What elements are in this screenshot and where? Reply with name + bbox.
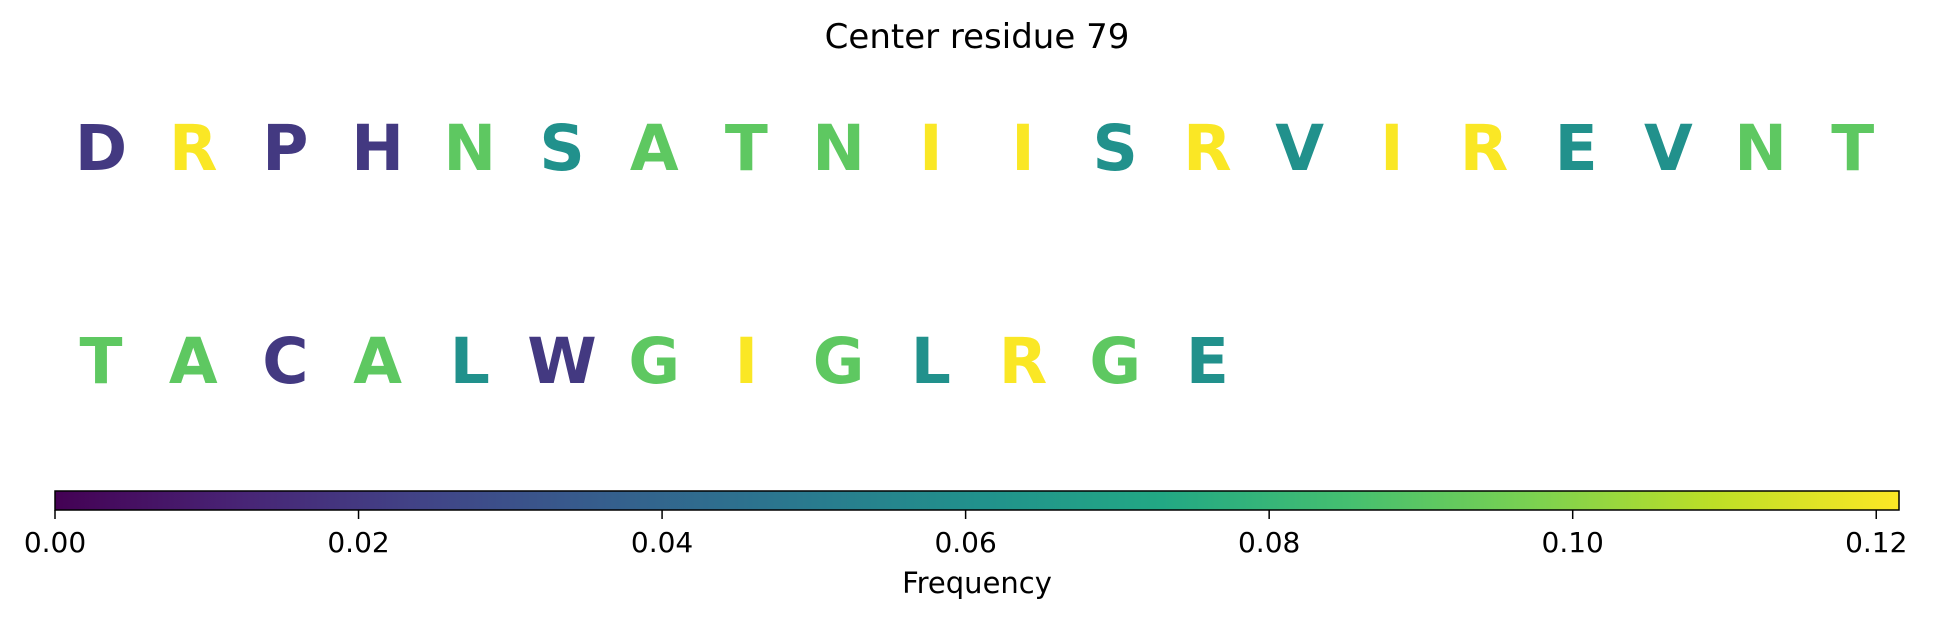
residue-letter: W — [527, 325, 597, 398]
residue-letter: V — [1644, 112, 1693, 185]
residue-letter: C — [262, 325, 308, 398]
residue-letter: T — [725, 112, 768, 185]
residue-letter: N — [443, 112, 496, 185]
colorbar-tick-label: 0.04 — [631, 526, 693, 559]
residue-letter: I — [735, 325, 758, 398]
residue-letter: I — [1011, 112, 1034, 185]
residue-letter: T — [1831, 112, 1874, 185]
residue-letter: P — [262, 112, 308, 185]
residue-letter: I — [919, 112, 942, 185]
residue-letter: R — [169, 112, 218, 185]
residue-letter: E — [1186, 325, 1229, 398]
residue-letter: A — [630, 112, 679, 185]
colorbar-tick-label: 0.12 — [1845, 526, 1907, 559]
colorbar: 0.00 0.02 0.04 0.06 0.08 0.10 0.12 Frequency — [24, 490, 1907, 600]
residue-letter: I — [1380, 112, 1403, 185]
residue-letter: H — [351, 112, 404, 185]
chart-title: Center residue 79 — [825, 17, 1130, 57]
residue-letter: G — [628, 325, 680, 398]
residue-letter: L — [450, 325, 490, 398]
colorbar-tick-label: 0.06 — [934, 526, 996, 559]
residue-letter: A — [169, 325, 218, 398]
residue-letter: R — [1183, 112, 1232, 185]
residue-letter: R — [999, 325, 1048, 398]
residue-letter: T — [80, 325, 123, 398]
residue-letter: D — [75, 112, 127, 185]
residue-letter: A — [353, 325, 402, 398]
residue-letter: N — [1734, 112, 1787, 185]
colorbar-ticks: 0.00 0.02 0.04 0.06 0.08 0.10 0.12 — [24, 510, 1907, 559]
residue-letter: R — [1460, 112, 1509, 185]
residue-letter: E — [1555, 112, 1598, 185]
residue-letter: V — [1275, 112, 1324, 185]
residue-letter: G — [813, 325, 865, 398]
residue-letter: N — [812, 112, 865, 185]
colorbar-tick-label: 0.00 — [24, 526, 86, 559]
colorbar-tick-label: 0.02 — [327, 526, 389, 559]
residue-letter: G — [1089, 325, 1141, 398]
colorbar-tick-label: 0.10 — [1542, 526, 1604, 559]
colorbar-label: Frequency — [902, 566, 1052, 600]
residue-letter: S — [539, 112, 584, 185]
residue-letter: L — [911, 325, 951, 398]
colorbar-bar — [54, 490, 1900, 511]
residue-letter: S — [1093, 112, 1138, 185]
colorbar-tick-label: 0.08 — [1238, 526, 1300, 559]
